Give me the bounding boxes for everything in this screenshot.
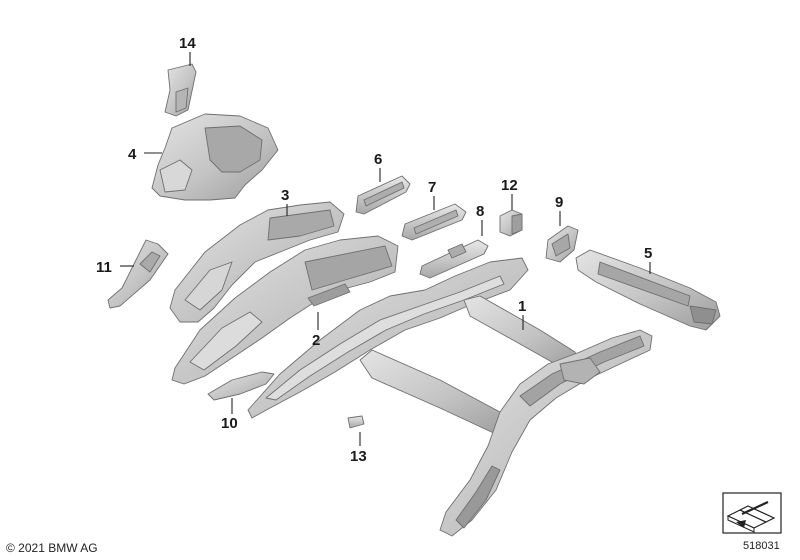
leader-lines [120,52,651,446]
callout-5: 5 [644,245,652,262]
callout-10: 10 [221,415,238,432]
callout-11: 11 [96,259,112,276]
part-1-rear-frame[interactable] [247,257,653,537]
part-2-rail[interactable] [171,235,399,385]
callout-9: 9 [555,194,563,211]
part-13-clip[interactable] [347,415,365,429]
callout-13: 13 [350,448,367,465]
document-type-icon [722,492,782,534]
part-14-bracket[interactable] [164,63,197,117]
part-10-plate[interactable] [207,371,275,401]
callout-8: 8 [476,203,484,220]
callout-6: 6 [374,151,382,168]
part-9-bracket[interactable] [545,225,579,263]
callout-7: 7 [428,179,436,196]
callout-2: 2 [312,332,320,349]
part-3-rail[interactable] [169,201,345,323]
drawing-number: 518031 [743,540,780,552]
callout-14: 14 [179,35,196,52]
part-12-block[interactable] [499,209,523,237]
copyright-notice: © 2021 BMW AG [6,541,98,555]
part-7-reinforcement[interactable] [401,203,467,241]
callout-3: 3 [281,187,289,204]
part-6-panel[interactable] [355,175,411,215]
part-5-side-rail[interactable] [575,249,721,331]
callout-labels: 14 4 11 3 2 6 7 8 12 9 5 1 10 13 [96,35,652,465]
part-8-reinforcement[interactable] [419,239,489,279]
callout-1: 1 [518,298,526,315]
callout-12: 12 [501,177,518,194]
callout-4: 4 [128,146,137,163]
part-4-wheel-arch[interactable] [151,113,279,201]
part-11-bracket[interactable] [107,239,169,309]
